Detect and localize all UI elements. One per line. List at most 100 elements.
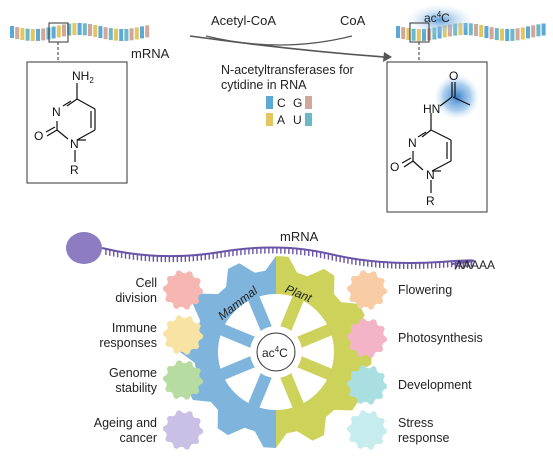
left-function-gear-3 <box>163 410 203 450</box>
nucleotide <box>515 28 520 41</box>
nucleotide <box>10 26 14 38</box>
nucleotide <box>108 28 113 41</box>
nucleotide <box>36 28 40 41</box>
left-function-label-2-line2: stability <box>115 381 157 395</box>
mrna-bases <box>105 247 473 270</box>
right-function-label-3: Stress <box>398 416 433 430</box>
left-function-label-0: Cell <box>135 276 157 290</box>
nucleotide <box>500 28 504 41</box>
nucleotide <box>406 28 411 40</box>
right-function-label-1: Photosynthesis <box>398 331 483 345</box>
nucleotide <box>15 27 20 40</box>
nucleotide <box>520 27 525 40</box>
cytidine-structure <box>45 83 96 162</box>
legend-a: A <box>277 113 285 127</box>
ac4c-n1: N <box>426 168 435 182</box>
reaction-arrowhead <box>383 52 392 62</box>
mrna-label-top: mRNA <box>131 46 170 61</box>
left-function-label-0-line2: division <box>115 291 157 305</box>
acetyl-highlight-glow <box>406 4 474 36</box>
product-mark: ac4C <box>424 10 450 25</box>
mrna-strand-left <box>10 23 150 41</box>
central-gear <box>180 256 372 448</box>
right-function-label-3-line2: response <box>398 431 449 445</box>
nucleotide <box>20 28 25 40</box>
substrate-label: Acetyl-CoA <box>211 13 276 28</box>
nucleotide <box>25 28 30 41</box>
cytidine-oxygen: O <box>34 129 43 143</box>
nucleotide <box>93 25 98 37</box>
left-function-gear-0 <box>163 270 203 310</box>
nucleotide <box>62 24 66 37</box>
acetyl-group-glow <box>434 74 480 120</box>
right-function-label-2: Development <box>398 378 472 392</box>
right-function-gear-2 <box>347 365 387 405</box>
nucleotide <box>30 29 35 41</box>
nucleotide <box>526 26 530 39</box>
nucleotide-legend: C G A U <box>266 96 312 127</box>
ac4c-oxygen: O <box>390 160 399 174</box>
enzyme-label-line2: cytidine in RNA <box>221 78 307 92</box>
right-function-gear-0 <box>347 270 387 310</box>
nucleotide <box>82 23 87 36</box>
nucleotide <box>531 25 536 38</box>
ac4c-n3: N <box>408 136 417 150</box>
nucleotide <box>129 28 134 41</box>
nucleotide <box>411 28 416 41</box>
legend-swatch-a <box>266 113 273 126</box>
nucleotide <box>416 29 421 41</box>
reaction-arrow <box>189 35 385 58</box>
nucleotide <box>51 26 56 39</box>
gear-center-hub <box>256 332 296 372</box>
gear-center-mark: ac4C <box>262 345 288 360</box>
nucleotide <box>536 24 541 37</box>
legend-swatch-g <box>305 96 312 109</box>
enzyme-label-line1: N-acetyltransferases for <box>221 63 354 77</box>
left-function-label-1: Immune <box>112 321 157 335</box>
ac4c-hn: HN <box>423 102 440 116</box>
nucleotide <box>124 28 129 41</box>
left-function-label-2: Genome <box>109 366 157 380</box>
mrna-cap <box>66 232 102 264</box>
ac4c-acetyl-oxygen: O <box>449 69 458 83</box>
nucleotide <box>41 28 46 41</box>
ac4c-structure <box>401 82 471 193</box>
cytidine-amine: NH2 <box>72 69 94 85</box>
nucleotide <box>72 23 77 36</box>
mrna-label-bottom: mRNA <box>280 229 319 244</box>
nucleotide <box>541 23 546 36</box>
legend-swatch-c <box>266 96 273 109</box>
nucleotide <box>134 27 139 40</box>
ac4c-r: R <box>426 194 435 208</box>
legend-g: G <box>293 96 302 110</box>
nucleotide <box>88 24 92 36</box>
ac4c-structure-box <box>386 61 488 213</box>
legend-u: U <box>293 113 302 127</box>
left-function-label-3: Ageing and <box>94 416 157 430</box>
cytidine-n3: N <box>52 105 61 119</box>
legend-swatch-u <box>305 113 312 126</box>
legend-c: C <box>277 96 286 110</box>
product-label: CoA <box>340 13 366 28</box>
cytidine-structure-box <box>26 61 128 184</box>
right-function-gear-1 <box>347 318 387 358</box>
left-function-label-1-line2: responses <box>99 336 157 350</box>
nucleotide <box>494 28 499 41</box>
nucleotide <box>468 23 473 36</box>
nucleotide <box>505 29 510 41</box>
nucleotide <box>46 27 51 40</box>
nucleotide <box>67 23 72 36</box>
nucleotide <box>479 25 484 37</box>
right-function-gear-3 <box>347 410 387 450</box>
nucleotide <box>396 26 400 38</box>
right-function-label-0: Flowering <box>398 283 452 297</box>
nucleotide <box>114 28 118 41</box>
nucleotide <box>489 27 494 40</box>
nucleotide <box>474 24 478 36</box>
cytidine-r: R <box>70 163 79 177</box>
poly-a-tail: AAAAA <box>455 258 495 272</box>
nucleotide <box>140 26 144 39</box>
nucleotide <box>119 29 124 41</box>
nucleotide <box>422 28 426 41</box>
